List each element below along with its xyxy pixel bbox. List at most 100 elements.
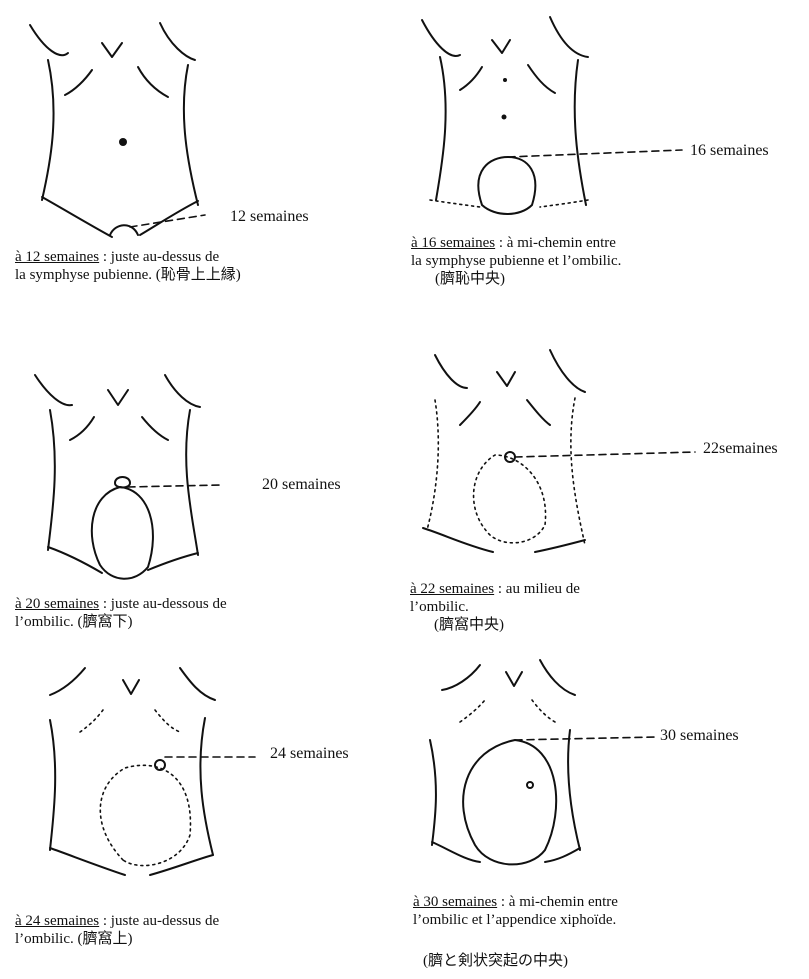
right-shoulder-line <box>550 350 585 392</box>
right-rib-line <box>138 67 168 97</box>
torso-figure-22-weeks <box>405 340 615 575</box>
right-body-outline <box>575 60 586 205</box>
right-shoulder-line <box>540 660 575 695</box>
fundus-label-12-weeks: 12 semaines <box>230 208 309 226</box>
navel <box>155 760 165 770</box>
left-groin-line <box>42 197 112 237</box>
left-shoulder-line <box>442 665 480 690</box>
right-groin-line <box>540 200 588 207</box>
torso-figure-20-weeks <box>20 355 230 590</box>
caption-line-2: l’ombilic et l’appendice xiphoïde. <box>413 911 618 929</box>
right-shoulder-line <box>180 668 215 700</box>
uterus-outline <box>92 487 153 579</box>
left-body-outline <box>42 60 54 200</box>
uterus-outline <box>100 765 190 865</box>
fundus-leader-line <box>128 485 220 487</box>
neck-notch <box>108 390 128 405</box>
left-rib-line <box>460 402 480 425</box>
right-groin-line <box>148 553 198 570</box>
caption-12-weeks: à 12 semaines : juste au-dessus de la sy… <box>15 248 241 284</box>
left-groin-line <box>50 848 125 875</box>
bottom-note: (臍と剣状突起の中央) <box>423 949 568 970</box>
caption-heading: à 20 semaines <box>15 596 99 612</box>
torso-figure-30-weeks <box>420 650 630 880</box>
neck-notch <box>506 672 522 686</box>
navel <box>527 782 533 788</box>
right-rib-line <box>155 710 180 732</box>
caption-16-weeks: à 16 semaines : à mi-chemin entre la sym… <box>411 234 621 288</box>
caption-24-weeks: à 24 semaines : juste au-dessus de l’omb… <box>15 912 219 948</box>
caption-text: : juste au-dessous de <box>99 596 226 612</box>
uterus-outline <box>474 455 546 543</box>
navel-dot <box>502 115 507 120</box>
caption-text: : à mi-chemin entre <box>497 894 618 910</box>
left-groin-line <box>423 528 493 552</box>
right-body-outline <box>571 398 585 545</box>
caption-heading: à 22 semaines <box>410 581 494 597</box>
left-body-outline <box>50 720 55 850</box>
sternum-dot <box>503 78 507 82</box>
right-body-outline <box>568 730 580 850</box>
neck-notch <box>492 40 510 53</box>
right-shoulder-line <box>165 375 200 407</box>
fundus-label-30-weeks: 30 semaines <box>660 727 739 745</box>
uterus-outline <box>478 157 535 214</box>
caption-heading: à 16 semaines <box>411 235 495 251</box>
right-body-outline <box>200 718 213 855</box>
caption-text: : à mi-chemin entre <box>495 235 616 251</box>
fundus-leader-line <box>515 452 695 457</box>
left-body-outline <box>427 400 438 530</box>
caption-text: : juste au-dessus de <box>99 249 219 265</box>
fundus-label-16-weeks: 16 semaines <box>690 142 769 160</box>
left-shoulder-line <box>435 355 467 388</box>
caption-line-3: (臍恥中央) <box>411 270 621 288</box>
right-body-outline <box>186 410 198 555</box>
uterus-outline <box>463 740 556 864</box>
torso-figure-16-weeks <box>410 5 610 245</box>
caption-30-weeks: à 30 semaines : à mi-chemin entre l’ombi… <box>413 893 618 929</box>
caption-heading: à 24 semaines <box>15 913 99 929</box>
left-rib-line <box>460 700 485 722</box>
right-groin-line <box>545 848 580 862</box>
fundus-leader-line <box>130 215 205 227</box>
caption-heading: à 30 semaines <box>413 894 497 910</box>
fundus-leader-line <box>508 150 682 157</box>
left-groin-line <box>430 200 480 207</box>
caption-text: : au milieu de <box>494 581 580 597</box>
right-rib-line <box>532 700 555 722</box>
right-body-outline <box>184 65 198 205</box>
left-rib-line <box>460 67 482 90</box>
right-groin-line <box>535 540 585 552</box>
navel <box>115 477 130 488</box>
neck-notch <box>497 372 515 386</box>
caption-text: : juste au-dessus de <box>99 913 219 929</box>
caption-22-weeks: à 22 semaines : au milieu de l’ombilic. … <box>410 580 580 634</box>
neck-notch <box>102 43 122 57</box>
left-body-outline <box>436 57 446 200</box>
right-groin-line <box>150 855 213 875</box>
left-body-outline <box>430 740 436 845</box>
right-shoulder-line <box>160 23 195 60</box>
caption-heading: à 12 semaines <box>15 249 99 265</box>
left-rib-line <box>80 710 103 732</box>
fundus-label-24-weeks: 24 semaines <box>270 745 349 763</box>
torso-figure-24-weeks <box>25 650 240 885</box>
navel-dot <box>119 138 127 146</box>
left-body-outline <box>48 410 55 550</box>
fundus-label-22-weeks: 22semaines <box>703 440 778 458</box>
caption-line-2: la symphyse pubienne. (恥骨上上縁) <box>15 266 241 284</box>
left-shoulder-line <box>422 20 460 56</box>
caption-line-2: l’ombilic. (臍窩上) <box>15 930 219 948</box>
torso-figure-12-weeks <box>20 5 220 245</box>
right-rib-line <box>527 400 550 425</box>
caption-line-3: (臍窩中央) <box>410 616 580 634</box>
right-rib-line <box>142 417 168 440</box>
left-rib-line <box>70 417 94 440</box>
fundus-label-20-weeks: 20 semaines <box>262 476 341 494</box>
caption-line-2: l’ombilic. <box>410 598 580 616</box>
right-shoulder-line <box>550 17 588 57</box>
fundus-leader-line <box>515 737 655 740</box>
caption-line-2: la symphyse pubienne et l’ombilic. <box>411 252 621 270</box>
caption-20-weeks: à 20 semaines : juste au-dessous de l’om… <box>15 595 227 631</box>
left-rib-line <box>65 70 92 95</box>
